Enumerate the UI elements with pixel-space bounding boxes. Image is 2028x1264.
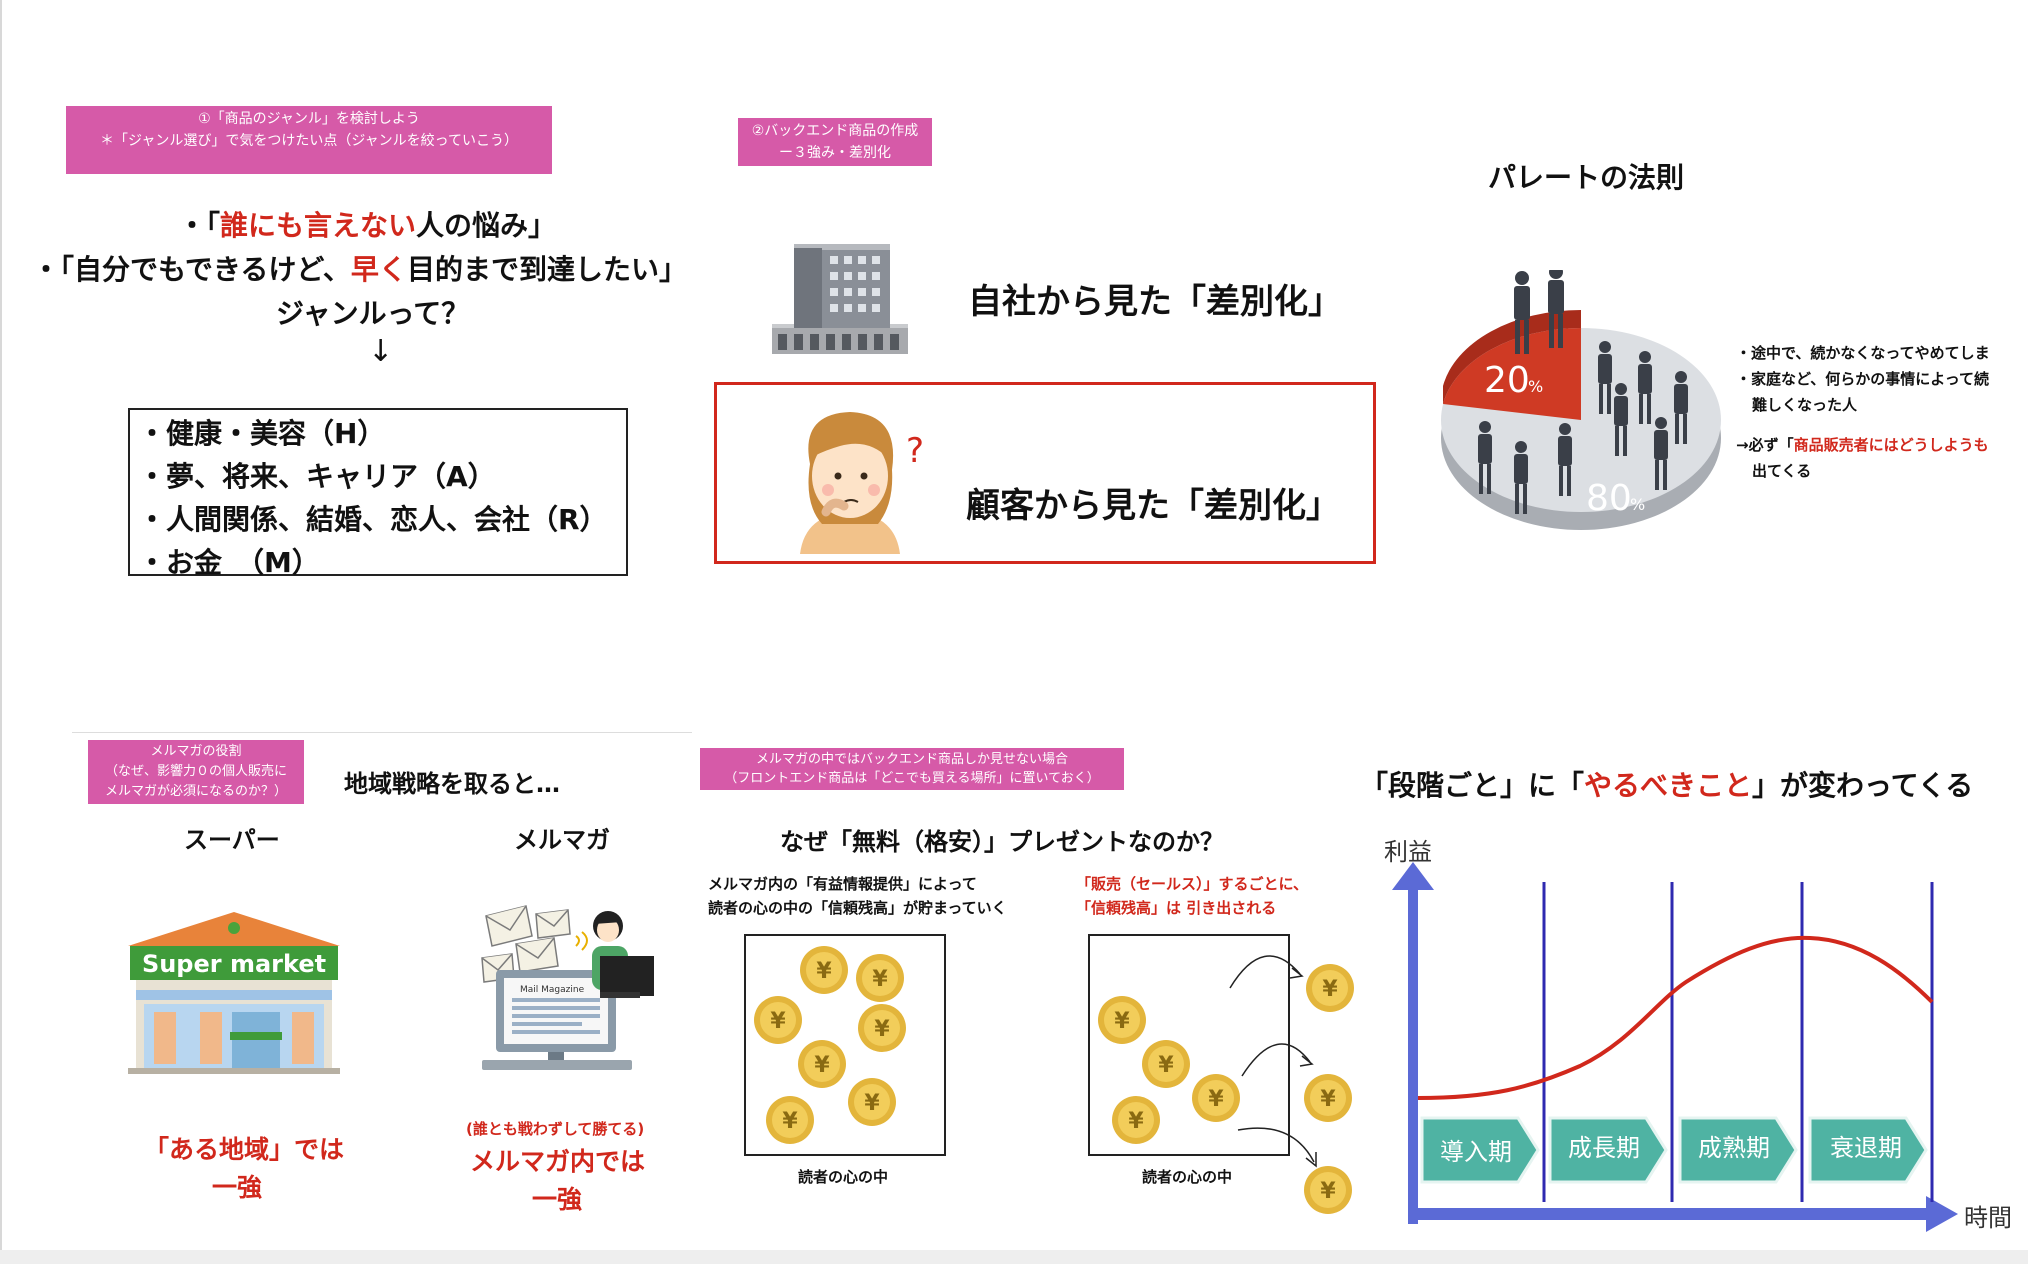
withdraw-arrows	[1229, 955, 1317, 1168]
trust-withdraw-text: 「販売（セールス）」するごとに、 「信頼残高」は 引き出される	[1076, 872, 1308, 920]
pareto-note-1: ・途中で、続かなくなってやめてしま	[1736, 344, 1990, 362]
mailmag-computer-icon: Mail Magazine	[481, 905, 654, 1070]
customer-differentiation-box	[714, 382, 1376, 564]
regional-strategy-title: 地域戦略を取ると…	[344, 770, 560, 798]
genre-item-relationship: ・人間関係、結婚、恋人、会社（R）	[138, 503, 608, 536]
pareto-note-5: 出てくる	[1752, 462, 1812, 480]
pareto-note-3: 難しくなった人	[1752, 396, 1858, 414]
x-axis-label: 時間	[1964, 1204, 2012, 1232]
backend-only-line1: メルマガの中ではバックエンド商品しか見せない場合	[755, 752, 1068, 767]
mailmag-role-line1: メルマガの役割	[150, 744, 242, 759]
supermarket-caption-2: 一強	[212, 1173, 263, 1202]
svg-text:¥: ¥	[1114, 1009, 1130, 1034]
y-axis-label: 利益	[1384, 838, 1432, 866]
trust-accumulate-line1: メルマガ内の「有益情報提供」によって	[708, 875, 977, 893]
pareto-notes: ・途中で、続かなくなってやめてしま ・家庭など、何らかの事情によって続 難しくな…	[1736, 340, 2028, 484]
reader-mind-label-right: 読者の心の中	[1142, 1168, 1233, 1186]
backend-label-line1: ②バックエンド商品の作成	[751, 123, 919, 139]
mailmag-role-line3: メルマガが必須になるのか？）	[104, 784, 287, 799]
svg-text:¥: ¥	[770, 1009, 786, 1034]
svg-text:¥: ¥	[1320, 1179, 1336, 1204]
mailmag-heading: メルマガ	[514, 826, 610, 854]
mail-magazine-screen-text: Mail Magazine	[520, 985, 585, 995]
office-building-icon	[772, 244, 908, 354]
product-lifecycle-chart: 導入期 成長期 成熟期 衰退期	[1392, 862, 1958, 1232]
svg-text:¥: ¥	[1128, 1109, 1144, 1134]
svg-text:¥: ¥	[1320, 1087, 1336, 1112]
thinking-woman-icon: ?	[800, 412, 924, 554]
backend-label: ②バックエンド商品の作成 ー３強み・差別化	[738, 118, 932, 166]
pareto-pie-chart: 20 % 80 %	[1441, 270, 1721, 530]
svg-text:¥: ¥	[1208, 1087, 1224, 1112]
svg-text:¥: ¥	[1158, 1053, 1174, 1078]
trust-withdraw-line1: 「販売（セールス）」するごとに、	[1076, 875, 1309, 893]
coin-icons-remaining: ¥ ¥ ¥ ¥	[1098, 996, 1240, 1144]
genre-label-line2: ＊「ジャンル選び」で気をつけたい点（ジャンルを絞っていこう）	[100, 133, 518, 149]
pareto-title: パレートの法則	[1488, 161, 1685, 194]
mailmag-caption-2: 一強	[532, 1185, 583, 1214]
supermarket-caption-1: 「ある地域」では	[144, 1135, 345, 1164]
pareto-80-label: 80	[1586, 478, 1632, 519]
genre-item-health: ・健康・美容（H）	[138, 417, 386, 450]
backend-only-label: メルマガの中ではバックエンド商品しか見せない場合 （フロントエンド商品は「どこで…	[700, 748, 1124, 790]
mailmag-role-label: メルマガの役割 （なぜ、影響力０の個人販売に メルマガが必須になるのか？）	[88, 740, 304, 804]
free-gift-title: なぜ「無料（格安）」プレゼントなのか？	[780, 828, 1224, 856]
pareto-20-label: 20	[1484, 360, 1530, 401]
pareto-note-4: →必ず「商品販売者にはどうしようも	[1736, 436, 1989, 454]
trust-accumulate-line2: 読者の心の中の「信頼残高」が貯まっていく	[708, 899, 1007, 917]
stage-intro: 導入期	[1440, 1138, 1512, 1166]
coin-icons-withdrawn: ¥ ¥ ¥	[1304, 964, 1354, 1214]
stage-arrows: 導入期 成長期 成熟期 衰退期	[1420, 1116, 1928, 1184]
reader-mind-label-left: 読者の心の中	[798, 1168, 889, 1186]
genre-list-box: ・健康・美容（H） ・夢、将来、キャリア（A） ・人間関係、結婚、恋人、会社（R…	[128, 408, 628, 579]
genre-question-line2: ・「自分でもできるけど、早く目的まで到達したい」	[32, 253, 687, 286]
svg-text:¥: ¥	[814, 1053, 830, 1078]
genre-question-line3: ジャンルって？	[276, 297, 470, 330]
stage-title: 「段階ごと」に「やるべきこと」が変わってくる	[1360, 769, 1974, 802]
coin-icons-full: ¥ ¥ ¥ ¥ ¥ ¥ ¥	[754, 946, 906, 1144]
reader-mind-withdraw-box: ¥ ¥ ¥ ¥ ¥ ¥ ¥	[1088, 934, 1354, 1214]
company-differentiation: 自社から見た「差別化」	[968, 282, 1342, 322]
bottom-band	[0, 1250, 2028, 1264]
customer-differentiation: 顧客から見た「差別化」	[966, 486, 1340, 526]
svg-text:?: ?	[906, 431, 924, 471]
pareto-note-2: ・家庭など、何らかの事情によって続	[1736, 370, 1990, 388]
stage-maturity: 成熟期	[1698, 1134, 1770, 1162]
stage-decline: 衰退期	[1830, 1134, 1902, 1162]
svg-text:¥: ¥	[1322, 977, 1338, 1002]
genre-item-career: ・夢、将来、キャリア（A）	[138, 460, 496, 493]
backend-label-line2: ー３強み・差別化	[779, 145, 891, 161]
stage-growth: 成長期	[1568, 1134, 1640, 1162]
trust-withdraw-line2: 「信頼残高」は 引き出される	[1076, 899, 1277, 917]
supermarket-icon: Super market	[128, 912, 340, 1074]
mailmag-caption-1: メルマガ内では	[470, 1147, 646, 1176]
backend-only-line2: （フロントエンド商品は「どこでも買える場所」に置いておく）	[724, 771, 1100, 786]
svg-text:¥: ¥	[874, 1017, 890, 1042]
mailmag-role-line2: （なぜ、影響力０の個人販売に	[104, 764, 287, 779]
mailmag-caption-0: (誰とも戦わずして勝てる)	[466, 1120, 645, 1138]
trust-accumulate-text: メルマガ内の「有益情報提供」によって 読者の心の中の「信頼残高」が貯まっていく	[708, 872, 1007, 920]
genre-item-money: ・お金 （M）	[138, 546, 320, 579]
supermarket-sign: Super market	[142, 950, 326, 978]
svg-text:¥: ¥	[872, 967, 888, 992]
business-people-icons	[1478, 270, 1688, 514]
pareto-80-unit: %	[1630, 495, 1645, 514]
section-divider-top	[72, 732, 692, 733]
reader-mind-full-box: ¥ ¥ ¥ ¥ ¥ ¥ ¥	[744, 934, 946, 1156]
svg-text:¥: ¥	[782, 1109, 798, 1134]
left-edge-rule	[0, 0, 2, 1264]
svg-text:¥: ¥	[816, 959, 832, 984]
lifecycle-curve	[1417, 935, 1934, 1100]
genre-label-line1: ①「商品のジャンル」を検討しよう	[198, 111, 420, 127]
pareto-20-unit: %	[1528, 377, 1543, 396]
down-arrow: ↓	[368, 334, 394, 369]
svg-text:¥: ¥	[864, 1091, 880, 1116]
supermarket-heading: スーパー	[184, 826, 280, 854]
genre-label: ①「商品のジャンル」を検討しよう ＊「ジャンル選び」で気をつけたい点（ジャンルを…	[66, 106, 552, 174]
genre-question-line1: ・「誰にも言えない人の悩み」	[178, 209, 557, 242]
